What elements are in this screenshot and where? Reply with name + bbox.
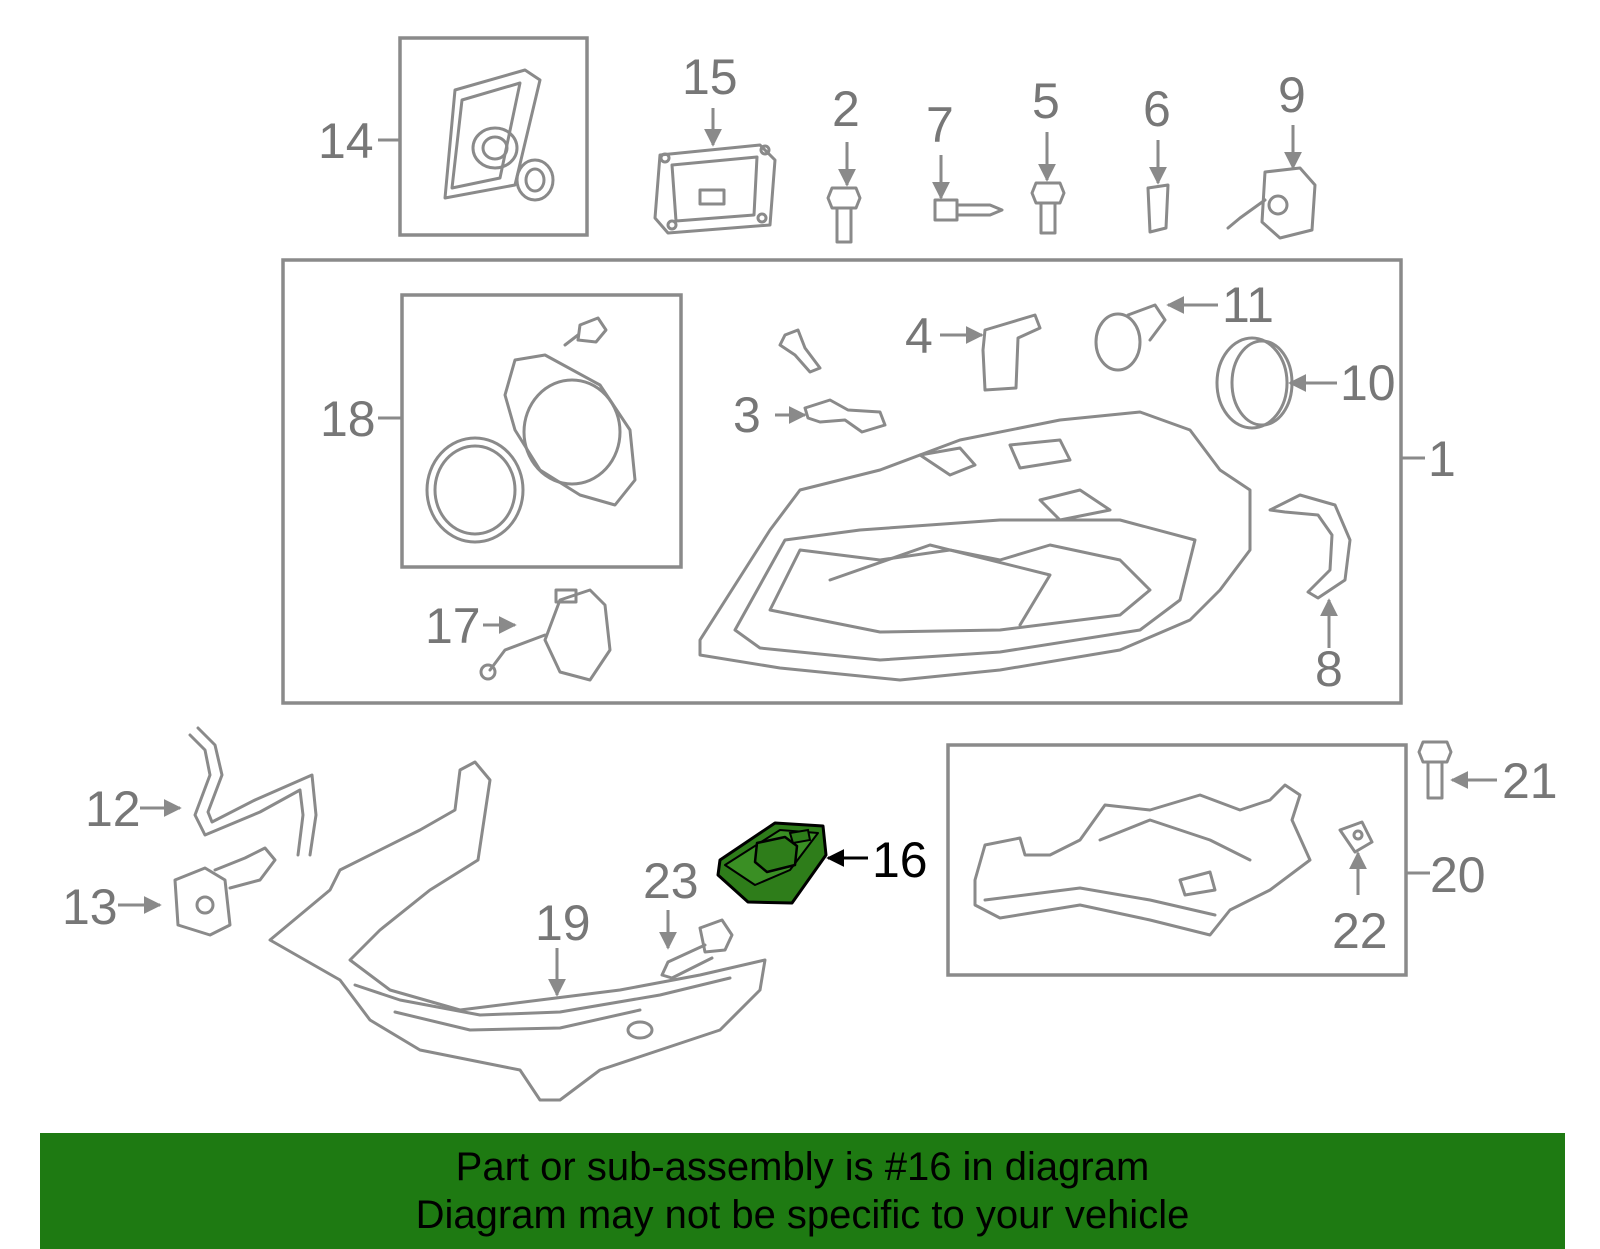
part-12-drawing bbox=[188, 726, 318, 857]
info-banner: Part or sub-assembly is #16 in diagram D… bbox=[40, 1133, 1565, 1249]
banner-line-2: Diagram may not be specific to your vehi… bbox=[415, 1193, 1190, 1237]
banner-line-1: Part or sub-assembly is #16 in diagram bbox=[455, 1145, 1150, 1189]
callout-16: 16 bbox=[872, 832, 928, 888]
callout-20: 20 bbox=[1430, 847, 1486, 903]
callout-4: 4 bbox=[905, 308, 933, 364]
part-18-drawing bbox=[425, 316, 637, 544]
callout-8: 8 bbox=[1315, 641, 1343, 697]
part-17-drawing bbox=[479, 588, 612, 682]
part-10-drawing bbox=[1215, 336, 1294, 430]
callout-18: 18 bbox=[320, 391, 376, 447]
callout-23: 23 bbox=[643, 853, 699, 909]
callout-1: 1 bbox=[1428, 431, 1456, 487]
part-9-drawing bbox=[1226, 166, 1317, 240]
part-11-drawing bbox=[1094, 303, 1167, 372]
callout-15: 15 bbox=[682, 49, 738, 105]
part-7-drawing bbox=[933, 198, 1004, 222]
leader-lines bbox=[118, 108, 1497, 997]
callout-21: 21 bbox=[1502, 753, 1558, 809]
part-23-drawing bbox=[660, 918, 734, 980]
part-14-drawing bbox=[443, 68, 555, 202]
callout-11: 11 bbox=[1222, 277, 1274, 333]
callout-14: 14 bbox=[318, 113, 374, 169]
part-3-drawing bbox=[778, 328, 887, 434]
callout-19: 19 bbox=[535, 895, 591, 951]
part-2-drawing bbox=[826, 186, 862, 244]
callout-22: 22 bbox=[1332, 903, 1388, 959]
part-18-box bbox=[400, 293, 683, 569]
callout-17: 17 bbox=[425, 598, 481, 654]
callout-6: 6 bbox=[1143, 81, 1171, 137]
part-21-drawing bbox=[1417, 740, 1453, 800]
part-19-drawing bbox=[268, 760, 767, 1102]
headlamp-assembly-box bbox=[281, 258, 1403, 705]
callout-3: 3 bbox=[733, 387, 761, 443]
part-1-drawing bbox=[698, 410, 1252, 682]
part-22-drawing bbox=[1338, 820, 1374, 854]
callout-9: 9 bbox=[1278, 67, 1306, 123]
callout-5: 5 bbox=[1032, 73, 1060, 129]
callout-2: 2 bbox=[832, 81, 860, 137]
callout-12: 12 bbox=[85, 781, 141, 837]
part-15-drawing bbox=[653, 143, 777, 235]
part-8-drawing bbox=[1268, 493, 1352, 600]
callout-13: 13 bbox=[62, 879, 118, 935]
part-4-drawing bbox=[981, 313, 1042, 392]
callout-10: 10 bbox=[1340, 355, 1396, 411]
part-5-drawing bbox=[1030, 181, 1066, 235]
part-13-drawing bbox=[173, 846, 277, 937]
part-14-box bbox=[398, 36, 589, 237]
callout-7: 7 bbox=[926, 97, 954, 153]
part-20-drawing bbox=[973, 783, 1312, 937]
part-20-box bbox=[946, 743, 1408, 977]
part-16-drawing bbox=[716, 821, 828, 905]
part-6-drawing bbox=[1146, 183, 1170, 234]
